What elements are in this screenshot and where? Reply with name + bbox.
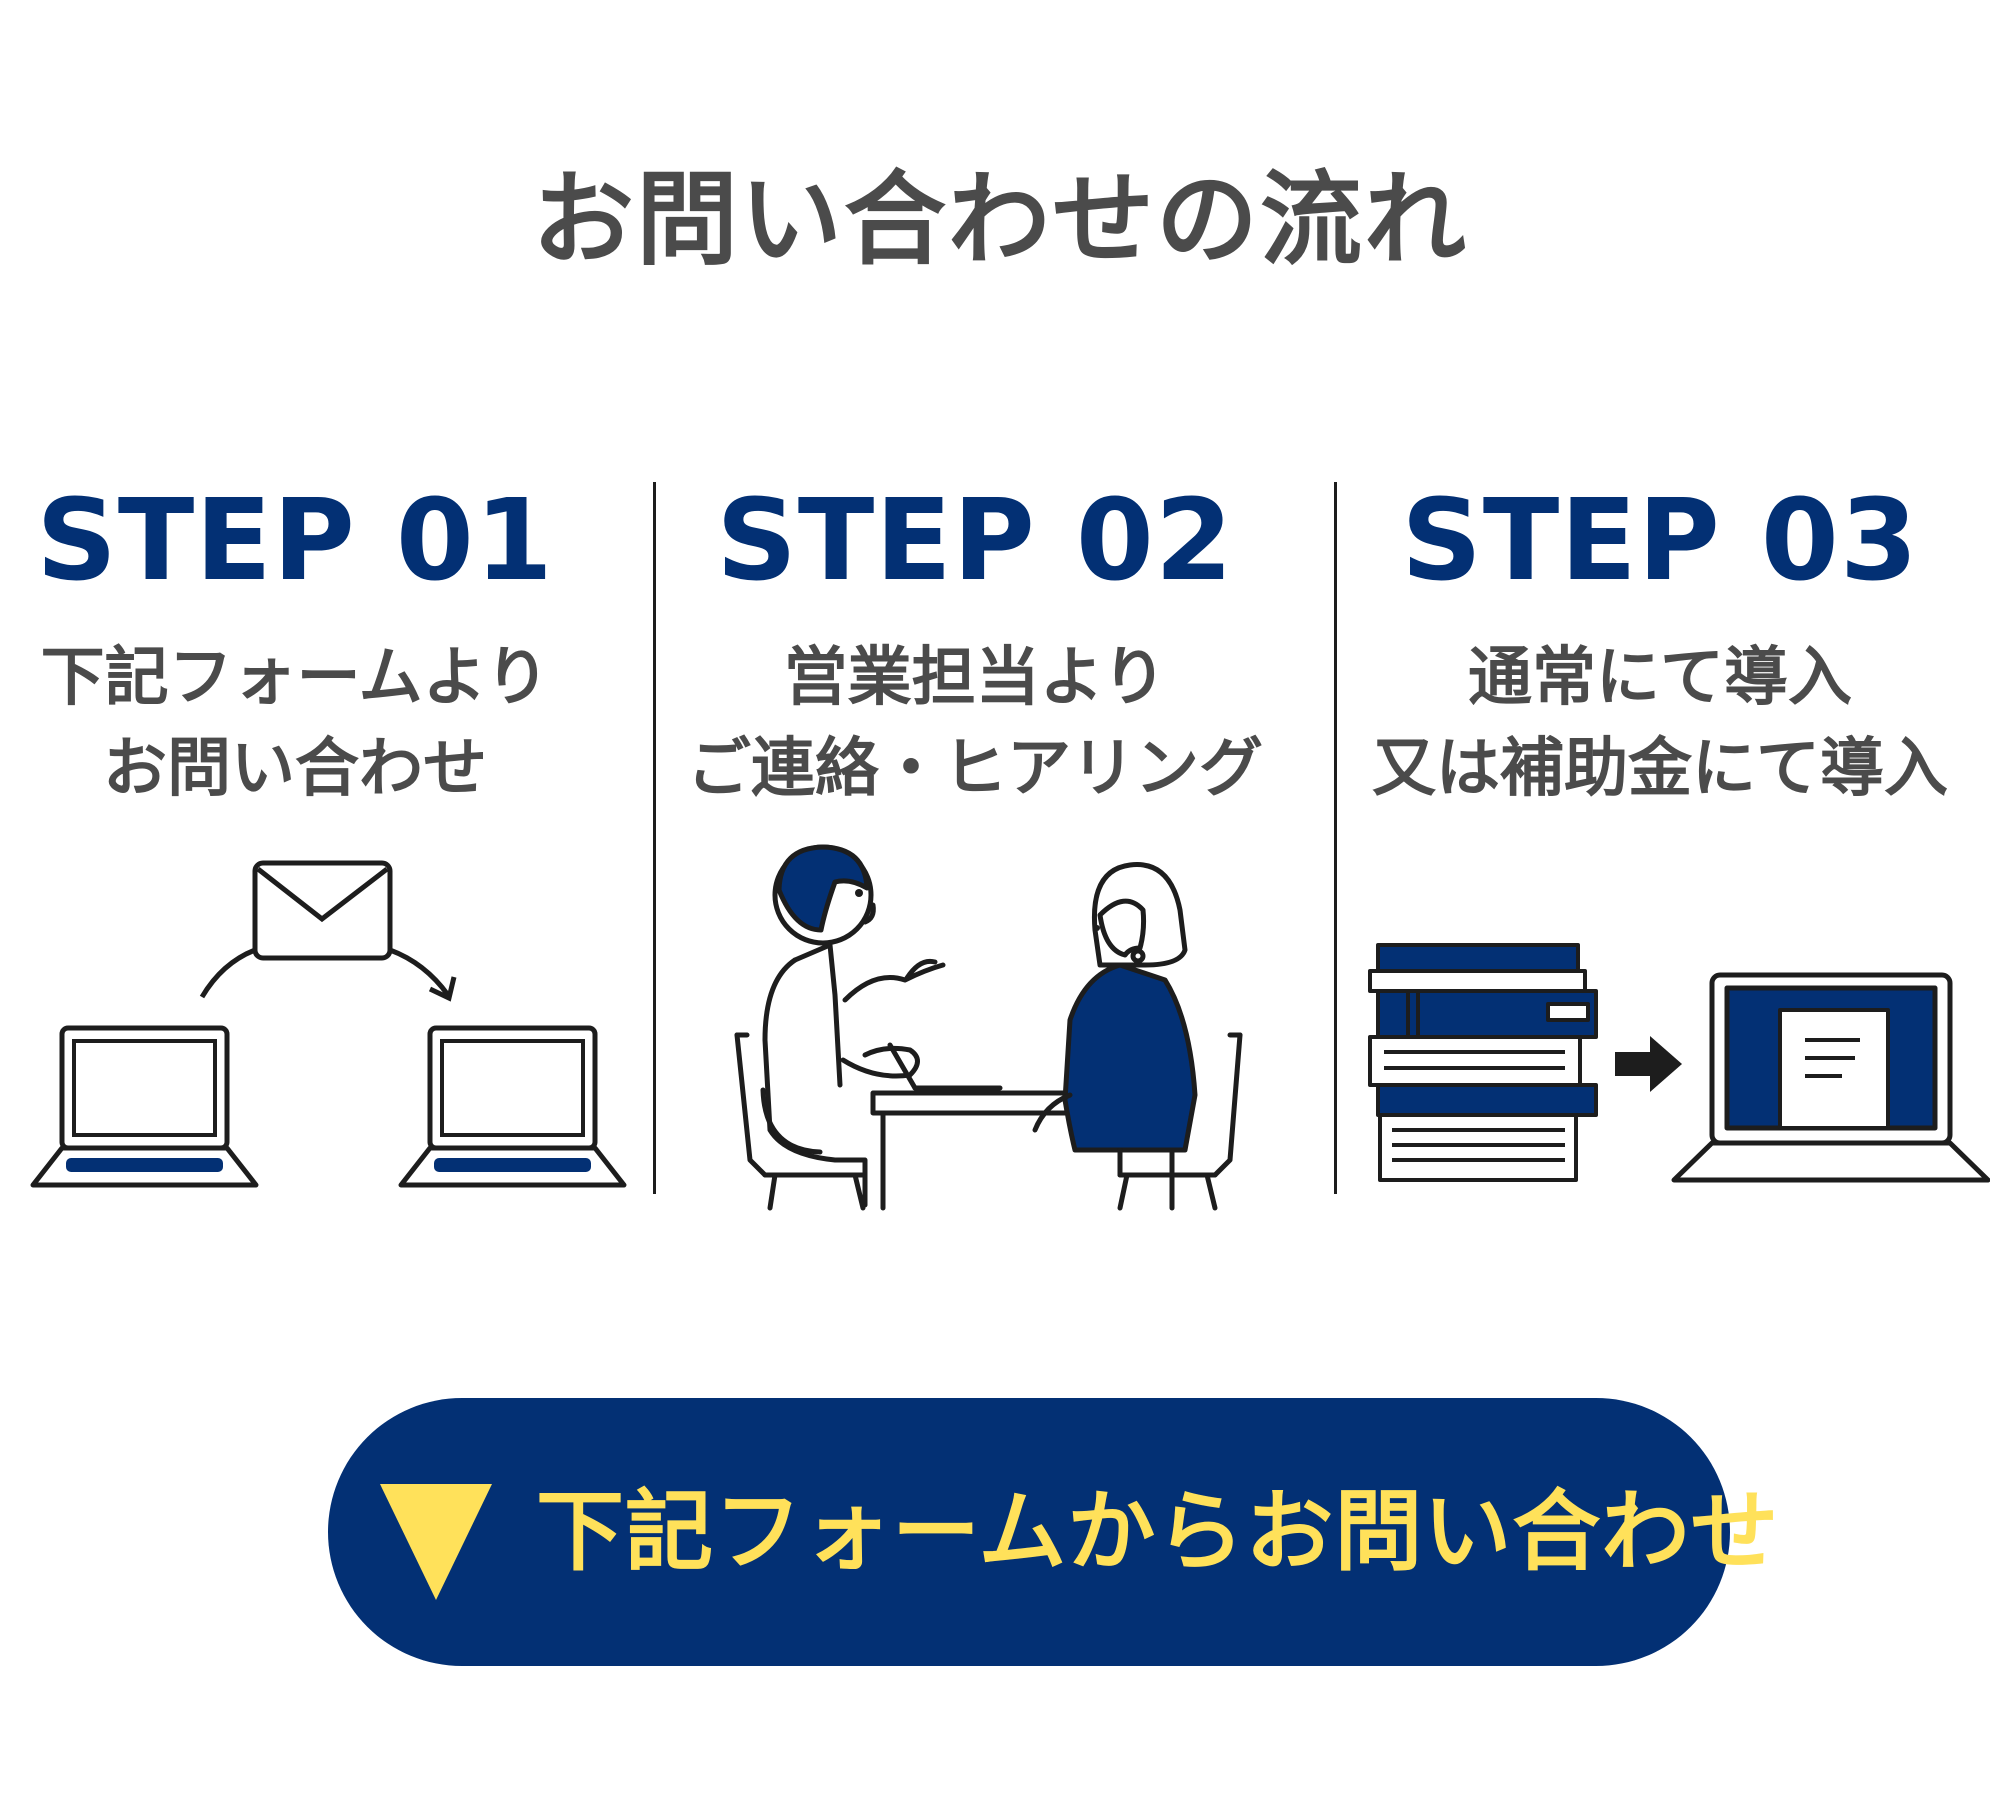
step-1-heading: STEP 01 — [36, 476, 554, 606]
step-1: STEP 01 下記フォームより お問い合わせ — [0, 476, 635, 815]
mail-between-laptops-icon — [30, 855, 630, 1195]
step-1-description: 下記フォームより お問い合わせ — [0, 633, 635, 815]
step-3: STEP 03 通常にて導入 又は補助金にて導入 — [1320, 476, 2000, 815]
step-2-line-1: 営業担当より — [783, 641, 1167, 716]
step-2-heading: STEP 02 — [716, 476, 1234, 606]
step-2-line-2: ご連絡・ヒアリング — [687, 732, 1263, 807]
step-1-line-2: お問い合わせ — [103, 732, 487, 807]
meeting-icon — [725, 830, 1265, 1220]
triangle-down-icon — [380, 1484, 492, 1600]
step-2-description: 営業担当より ご連絡・ヒアリング — [635, 633, 1315, 815]
step-divider-2 — [1334, 482, 1337, 1194]
step-3-line-1: 通常にて導入 — [1468, 641, 1852, 716]
step-2: STEP 02 営業担当より ご連絡・ヒアリング — [635, 476, 1315, 815]
step-3-heading: STEP 03 — [1401, 476, 1919, 606]
documents-to-laptop-icon — [1360, 940, 1990, 1190]
step-1-line-1: 下記フォームより — [40, 641, 550, 716]
page-title: お問い合わせの流れ — [532, 161, 1468, 280]
contact-form-button-label: 下記フォームからお問い合わせ — [536, 1480, 1780, 1583]
step-3-line-2: 又は補助金にて導入 — [1372, 732, 1948, 807]
contact-form-button[interactable]: 下記フォームからお問い合わせ — [328, 1398, 1778, 1666]
step-3-description: 通常にて導入 又は補助金にて導入 — [1320, 633, 2000, 815]
step-divider-1 — [653, 482, 656, 1194]
